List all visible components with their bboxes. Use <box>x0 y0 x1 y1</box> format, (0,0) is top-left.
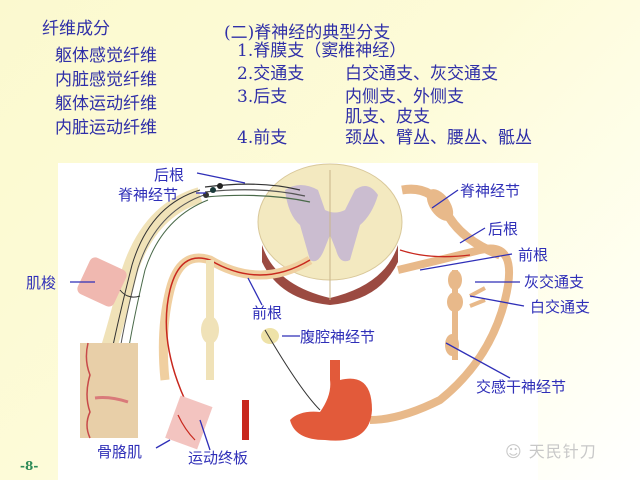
fiber-item: 内脏感觉纤维 <box>55 70 157 90</box>
skeletal-muscle <box>165 395 213 450</box>
label-spinal-ganglion-left: 脊神经节 <box>118 186 179 204</box>
fiber-item: 躯体运动纤维 <box>55 94 157 114</box>
stomach <box>264 329 372 441</box>
skin-section <box>80 342 138 439</box>
fiber-components-title: 纤维成分 <box>42 19 110 39</box>
wechat-icon: ☺ <box>505 442 523 461</box>
leader-lines <box>70 172 525 451</box>
branch-name: 前支 <box>253 128 288 148</box>
page-number: -8- <box>20 459 39 473</box>
branch-row: 3.后支 <box>237 86 287 108</box>
right-nerve <box>369 184 514 424</box>
branch-detail: 颈丛、臂丛、腰丛、骶丛 <box>345 128 532 148</box>
label-spinal-ganglion-right: 脊神经节 <box>460 182 521 200</box>
label-gray-ramus: 灰交通支 <box>524 273 585 291</box>
label-sympathetic-trunk-ganglion: 交感干神经节 <box>476 378 567 396</box>
branch-number: 2. <box>237 64 254 84</box>
left-nerve-bundle <box>97 183 313 401</box>
muscle-spindle <box>77 257 141 307</box>
fiber-item: 内脏运动纤维 <box>55 118 157 138</box>
blood-vessel <box>242 400 249 440</box>
watermark-text: 天民针刀 <box>528 442 597 461</box>
branch-row: 2.交通支 <box>237 63 304 85</box>
branch-detail: 肌支、皮支 <box>345 107 430 127</box>
watermark: ☺ 天民针刀 <box>505 438 597 462</box>
label-muscle-spindle: 肌梭 <box>26 274 57 292</box>
branch-number: 1. <box>237 41 254 61</box>
label-celiac-ganglion: 腹腔神经节 <box>300 328 376 346</box>
branch-row: 1.脊膜支（窦椎神经） <box>237 40 406 62</box>
label-anterior-root-right: 前根 <box>518 246 549 264</box>
label-skeletal-muscle: 骨胳肌 <box>97 443 143 461</box>
branch-detail: 内侧支、外侧支 <box>345 87 464 107</box>
branch-row: 4.前支 <box>237 127 287 149</box>
branch-number: 3. <box>237 87 254 107</box>
branch-number: 4. <box>237 128 254 148</box>
branch-name: 后支 <box>253 87 288 107</box>
label-posterior-root-right: 后根 <box>488 220 519 238</box>
branch-name: 脊膜支（窦椎神经） <box>253 41 407 61</box>
label-anterior-root-left: 前根 <box>252 304 283 322</box>
fiber-item: 躯体感觉纤维 <box>55 46 157 66</box>
left-sympathetic-chain <box>201 260 279 380</box>
spinal-cord <box>257 163 403 305</box>
branch-name: 交通支 <box>253 64 305 84</box>
label-posterior-root-left: 后根 <box>154 166 185 184</box>
label-white-ramus: 白交通支 <box>530 298 591 316</box>
branch-detail: 白交通支、灰交通支 <box>345 64 498 84</box>
label-motor-end-plate: 运动终板 <box>188 449 249 467</box>
branches-title: (二)脊神经的典型分支 <box>224 23 391 43</box>
